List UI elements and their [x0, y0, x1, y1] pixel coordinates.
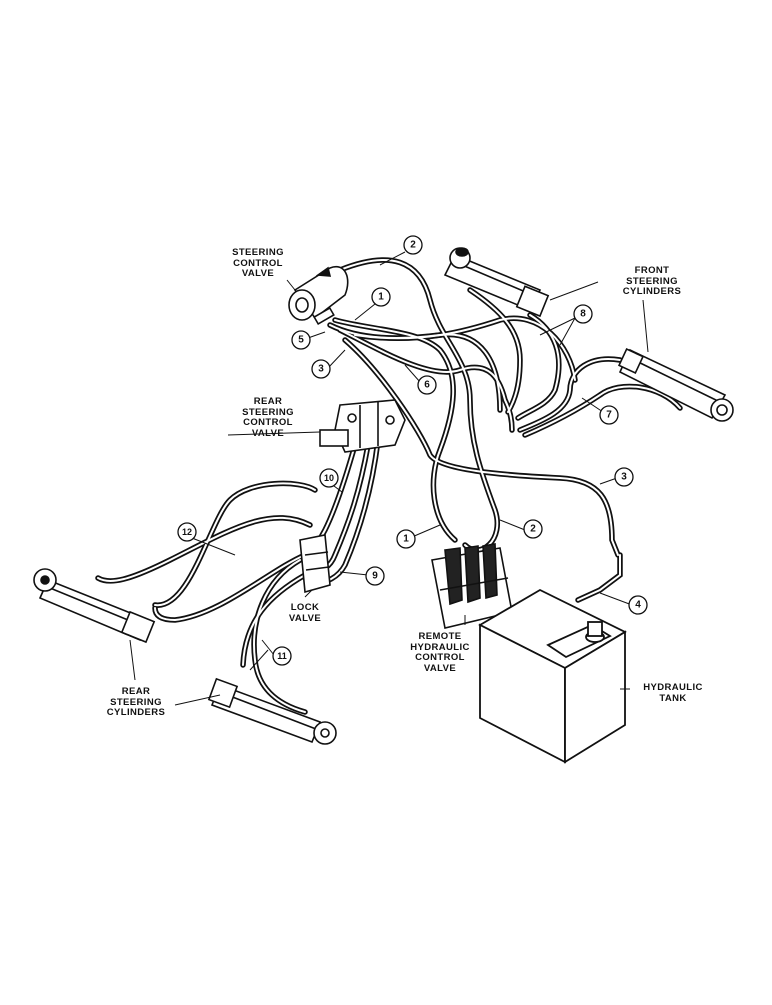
callout-5: 5: [298, 335, 304, 346]
lock-valve: [299, 534, 331, 594]
label-front-steering-cylinders: FRONT STEERING CYLINDERS: [622, 265, 682, 297]
rear-cylinder-left: [33, 568, 156, 644]
hose-8b: [515, 312, 562, 421]
rear-cylinder-right: [207, 677, 337, 745]
callout-2b: 2: [530, 524, 536, 535]
callout-3b: 3: [621, 472, 627, 483]
callout-1: 1: [378, 292, 384, 303]
callout-2: 2: [410, 240, 416, 251]
callout-6: 6: [424, 380, 430, 391]
callout-12: 12: [182, 527, 192, 537]
callout-3: 3: [318, 364, 324, 375]
hose-4: [575, 552, 623, 603]
callout-1b: 1: [403, 534, 409, 545]
front-cylinder-lower: [617, 347, 734, 422]
label-lock-valve: LOCK VALVE: [288, 602, 322, 624]
label-remote-hydraulic-control-valve: REMOTE HYDRAULIC CONTROL VALVE: [410, 631, 470, 674]
label-steering-control-valve: STEERING CONTROL VALVE: [232, 247, 284, 279]
label-rear-steering-cylinders: REAR STEERING CYLINDERS: [106, 686, 166, 718]
steering-control-valve: [288, 265, 349, 326]
callout-4: 4: [635, 600, 641, 611]
hose-10: [311, 442, 358, 551]
callout-8: 8: [580, 309, 586, 320]
label-rear-steering-control-valve: REAR STEERING CONTROL VALVE: [242, 396, 294, 439]
callout-9: 9: [372, 571, 378, 582]
front-cylinder-upper: [443, 247, 550, 318]
callout-10: 10: [324, 473, 334, 483]
label-hydraulic-tank: HYDRAULIC TANK: [643, 682, 703, 704]
remote-hydraulic-control-valve: [431, 543, 513, 629]
callout-7: 7: [606, 410, 612, 421]
rear-steering-control-valve: [319, 399, 406, 453]
hydraulic-tank: [478, 588, 627, 764]
callout-11: 11: [277, 651, 287, 661]
